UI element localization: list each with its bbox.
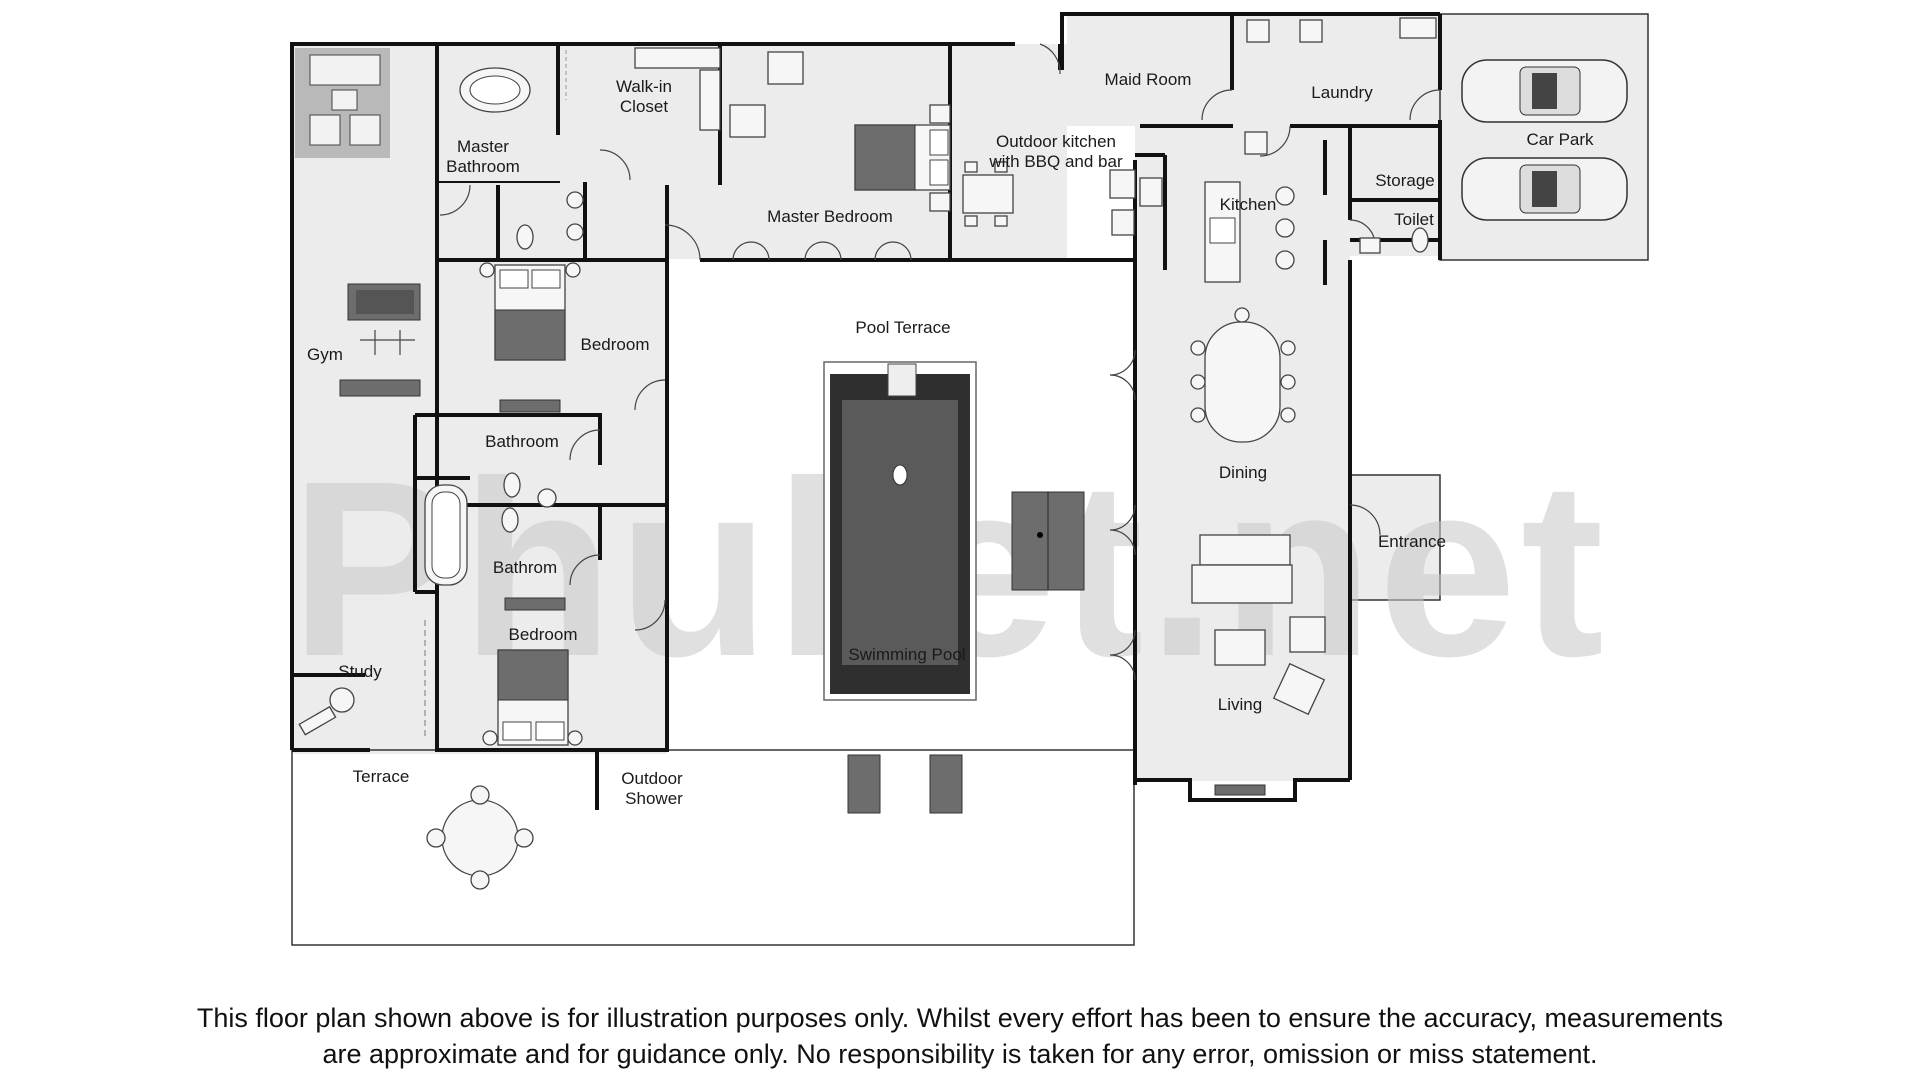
label-bathroom-2: Bathrom bbox=[493, 558, 557, 577]
label-terrace: Terrace bbox=[353, 767, 410, 786]
label-outdoor-kitchen-line2: with BBQ and bar bbox=[988, 152, 1123, 171]
label-outdoor-kitchen-line1: Outdoor kitchen bbox=[996, 132, 1116, 151]
doors bbox=[439, 43, 1441, 681]
room-labels: Gym Master Bathroom Walk-in Closet Maste… bbox=[307, 70, 1594, 808]
car-icon bbox=[1461, 59, 1628, 221]
label-master-bathroom-line2: Bathroom bbox=[446, 157, 520, 176]
label-living: Living bbox=[1218, 695, 1262, 714]
label-swimming-pool: Swimming Pool bbox=[848, 645, 965, 664]
label-master-bedroom: Master Bedroom bbox=[767, 207, 893, 226]
label-pool-terrace: Pool Terrace bbox=[855, 318, 950, 337]
label-walkin-line2: Closet bbox=[620, 97, 668, 116]
label-outdoor-shower-line1: Outdoor bbox=[621, 769, 683, 788]
label-master-bathroom-line1: Master bbox=[457, 137, 509, 156]
label-car-park: Car Park bbox=[1526, 130, 1594, 149]
disclaimer-line-1: This floor plan shown above is for illus… bbox=[196, 1003, 1724, 1033]
label-dining: Dining bbox=[1219, 463, 1267, 482]
label-laundry: Laundry bbox=[1311, 83, 1373, 102]
label-outdoor-shower-line2: Shower bbox=[625, 789, 683, 808]
label-toilet: Toilet bbox=[1394, 210, 1434, 229]
label-study: Study bbox=[338, 662, 382, 681]
floor-plan: Phuket.net bbox=[290, 12, 1649, 946]
label-walkin-line1: Walk-in bbox=[616, 77, 672, 96]
walls bbox=[290, 12, 1442, 810]
disclaimer: This floor plan shown above is for illus… bbox=[0, 1000, 1920, 1072]
label-bedroom-1: Bedroom bbox=[581, 335, 650, 354]
label-entrance: Entrance bbox=[1378, 532, 1446, 551]
label-kitchen: Kitchen bbox=[1220, 195, 1277, 214]
label-bathroom-1: Bathroom bbox=[485, 432, 559, 451]
label-bedroom-2: Bedroom bbox=[509, 625, 578, 644]
label-maid-room: Maid Room bbox=[1105, 70, 1192, 89]
label-gym: Gym bbox=[307, 345, 343, 364]
furniture bbox=[295, 17, 1628, 890]
disclaimer-line-2: are approximate and for guidance only. N… bbox=[322, 1039, 1598, 1069]
label-storage: Storage bbox=[1375, 171, 1435, 190]
